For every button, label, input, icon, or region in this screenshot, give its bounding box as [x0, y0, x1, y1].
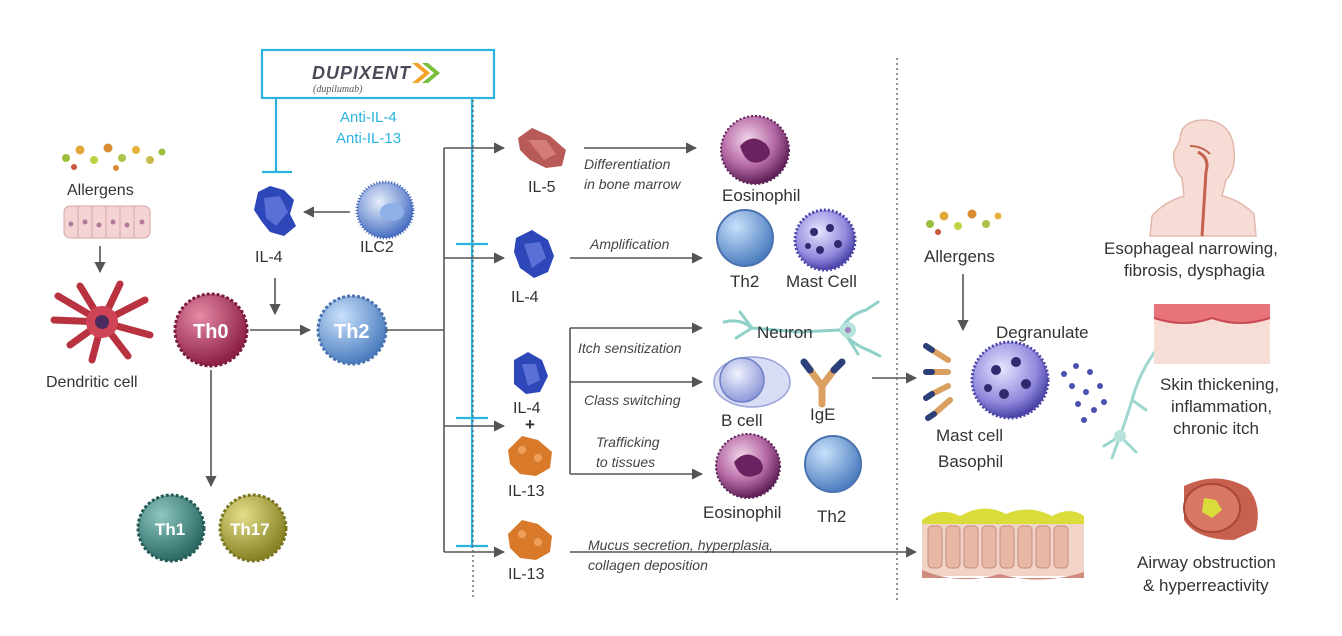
th2-cell-left: Th2: [316, 294, 388, 366]
allergen-particles-icon: [62, 143, 166, 171]
eosinophil-bottom-label: Eosinophil: [703, 503, 781, 522]
airway-cross-section-icon: [1183, 478, 1258, 540]
eosinophil-top-icon: [720, 115, 790, 185]
il13-label-a: IL-13: [508, 483, 545, 500]
class-switching-caption: Class switching: [584, 392, 681, 408]
mast-cell-label-right: Mast cell: [936, 426, 1003, 445]
skin-layer-icon: [1153, 304, 1271, 364]
th17-label: Th17: [230, 520, 270, 539]
trafficking-caption-2: to tissues: [596, 454, 655, 470]
plus-sign: +: [525, 415, 535, 434]
granules-released-icon: [1061, 363, 1107, 423]
basophil-label: Basophil: [938, 452, 1003, 471]
th0-cell: Th0: [173, 292, 249, 368]
mucus-caption-1: Mucus secretion, hyperplasia,: [588, 537, 773, 553]
ige-bound-antibodies-icon: [923, 343, 953, 421]
il5-label: IL-5: [528, 179, 556, 196]
dupixent-logo-text: DUPIXENT: [312, 63, 412, 83]
b-cell-label: B cell: [721, 411, 763, 430]
esophagus-head-icon: [1149, 119, 1257, 237]
neuron-icon: [722, 300, 882, 358]
esophageal-label-2: fibrosis, dysphagia: [1124, 261, 1265, 280]
th2-label-left: Th2: [334, 321, 370, 343]
epithelium-cells-icon: [63, 205, 151, 239]
th0-label: Th0: [193, 321, 229, 343]
dendritic-cell-label: Dendritic cell: [46, 374, 138, 391]
th2-target-b-icon: [804, 435, 862, 493]
degranulate-label: Degranulate: [996, 323, 1089, 342]
il13-molecule-a-icon: [508, 436, 552, 476]
allergens-label-left: Allergens: [67, 182, 134, 199]
allergens-label-right: Allergens: [924, 247, 995, 266]
dupixent-box: [260, 48, 496, 100]
th1-label: Th1: [155, 520, 185, 539]
il4-label-left: IL-4: [255, 249, 283, 266]
itch-sensitization-caption: Itch sensitization: [578, 340, 682, 356]
ilc2-label: ILC2: [360, 239, 394, 256]
ilc2-cell-icon: [355, 180, 415, 240]
il4-label-a: IL-4: [511, 289, 539, 306]
nerve-fiber-icon: [1102, 328, 1174, 460]
skin-label-1: Skin thickening,: [1160, 375, 1279, 394]
th1-cell: Th1: [136, 493, 206, 563]
dupilumab-label: (dupilumab): [313, 84, 363, 95]
skin-label-2: inflammation,: [1171, 397, 1272, 416]
th2-connector: [386, 142, 506, 558]
th2-target-a-icon: [716, 209, 774, 267]
airway-label-2: & hyperreactivity: [1143, 576, 1269, 595]
skin-label-3: chronic itch: [1173, 419, 1259, 438]
airway-epithelium-icon: [922, 508, 1084, 580]
il4-molecule-b-icon: [514, 352, 548, 394]
mast-cell-target-label: Mast Cell: [786, 272, 857, 291]
mucus-caption-2: collagen deposition: [588, 557, 708, 573]
th2-target-a-label: Th2: [730, 272, 759, 291]
dupixent-chevron-icon: [412, 63, 440, 83]
il4-molecule-left-icon: [254, 186, 296, 236]
mast-cell-target-icon: [793, 208, 857, 272]
airway-label-1: Airway obstruction: [1137, 553, 1276, 572]
il13-molecule-b-icon: [508, 520, 552, 560]
esophageal-label-1: Esophageal narrowing,: [1104, 239, 1278, 258]
il13-label-b: IL-13: [508, 566, 545, 583]
eosinophil-bottom-icon: [715, 433, 781, 499]
differentiation-caption-2: in bone marrow: [584, 176, 681, 192]
allergen-particles-right-icon: [926, 209, 1002, 235]
differentiation-caption-1: Differentiation: [584, 156, 671, 172]
anti-il13-label: Anti-IL-13: [336, 130, 401, 147]
ige-label: IgE: [810, 405, 836, 424]
il4-molecule-a-icon: [514, 230, 554, 278]
il4-il13-branch: [569, 322, 704, 480]
il5-molecule-icon: [518, 128, 566, 168]
il4-label-b: IL-4: [513, 400, 541, 417]
eosinophil-top-label: Eosinophil: [722, 186, 800, 205]
b-cell-icon: [713, 356, 791, 408]
ige-antibody-icon: [800, 358, 846, 408]
allergens-left: Allergens: [62, 143, 166, 239]
neuron-label: Neuron: [757, 323, 813, 342]
th17-cell: Th17: [218, 493, 288, 563]
dupixent-inhibitor: DUPIXENT (dupilumab) Anti-IL-4 Anti-IL-1…: [260, 48, 496, 548]
mast-cell-basophil-icon: [970, 340, 1050, 420]
dendritic-cell-icon: [50, 280, 154, 364]
anti-il4-label: Anti-IL-4: [340, 109, 397, 126]
trafficking-caption-1: Trafficking: [596, 434, 660, 450]
th2-target-b-label: Th2: [817, 507, 846, 526]
amplification-caption: Amplification: [589, 236, 670, 252]
allergens-right: Allergens: [924, 209, 1002, 266]
